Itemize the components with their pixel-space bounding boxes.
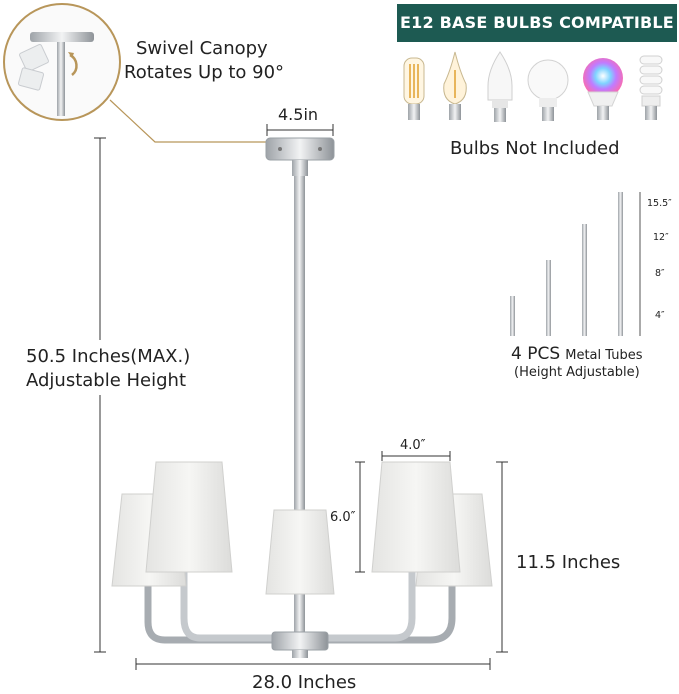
swivel-title: Swivel Canopy — [136, 38, 268, 59]
swivel-subtitle: Rotates Up to 90° — [124, 62, 285, 83]
shade-height-label: 6.0″ — [330, 510, 356, 525]
fixture-width-dimension — [135, 658, 491, 670]
tubes-count: 4 PCS — [511, 344, 561, 364]
tube-length-12: 12″ — [653, 232, 669, 243]
shade-center — [265, 509, 335, 595]
metal-tubes — [510, 192, 623, 336]
tubes-caption: 4 PCS Metal Tubes — [511, 344, 643, 364]
tube-15-5in — [618, 192, 623, 336]
tubes-subtitle: (Height Adjustable) — [514, 365, 640, 380]
swivel-leader-line — [109, 99, 270, 143]
led-candle-bulb-icon — [487, 51, 513, 122]
tube-12in — [582, 224, 587, 336]
rgb-smart-bulb-icon — [583, 58, 623, 120]
main-stem — [294, 176, 305, 636]
fixture-height-label: 11.5 Inches — [516, 552, 621, 573]
candle-flame-bulb-icon — [443, 51, 467, 120]
lamp-shades — [111, 461, 493, 595]
globe-bulb-icon — [527, 59, 569, 121]
shade-width-label: 4.0″ — [400, 438, 426, 453]
height-dimension — [94, 137, 106, 653]
tubes-title: Metal Tubes — [565, 348, 643, 363]
swivel-canopy-detail — [3, 3, 121, 121]
center-hub — [271, 631, 329, 658]
fixture-width-label: 28.0 Inches — [252, 672, 357, 693]
bulbs-not-included: Bulbs Not Included — [450, 138, 620, 159]
canopy-width-label: 4.5in — [278, 105, 319, 124]
tube-8in — [546, 260, 551, 336]
adjustable-height-label: Adjustable Height — [26, 370, 187, 391]
bulb-compat-banner: E12 BASE BULBS COMPATIBLE — [397, 4, 677, 42]
fixture-height-dimension — [496, 461, 508, 653]
max-height-label: 50.5 Inches(MAX.) — [26, 346, 191, 367]
shade-front-left — [145, 461, 233, 573]
shade-front-right — [371, 461, 461, 573]
tube-length-8: 8″ — [655, 268, 665, 279]
fixture-arms — [144, 556, 456, 644]
canopy-dimension — [266, 124, 334, 136]
shade-height-dimension — [355, 461, 365, 573]
ceiling-canopy — [265, 137, 335, 176]
tube-length-15-5: 15.5″ — [647, 198, 672, 209]
tube-length-4: 4″ — [655, 310, 665, 321]
shade-width-dimension — [381, 451, 451, 461]
spiral-cfl-bulb-icon — [639, 55, 663, 120]
tube-4in — [510, 296, 515, 336]
led-filament-tube-bulb-icon — [403, 57, 425, 120]
